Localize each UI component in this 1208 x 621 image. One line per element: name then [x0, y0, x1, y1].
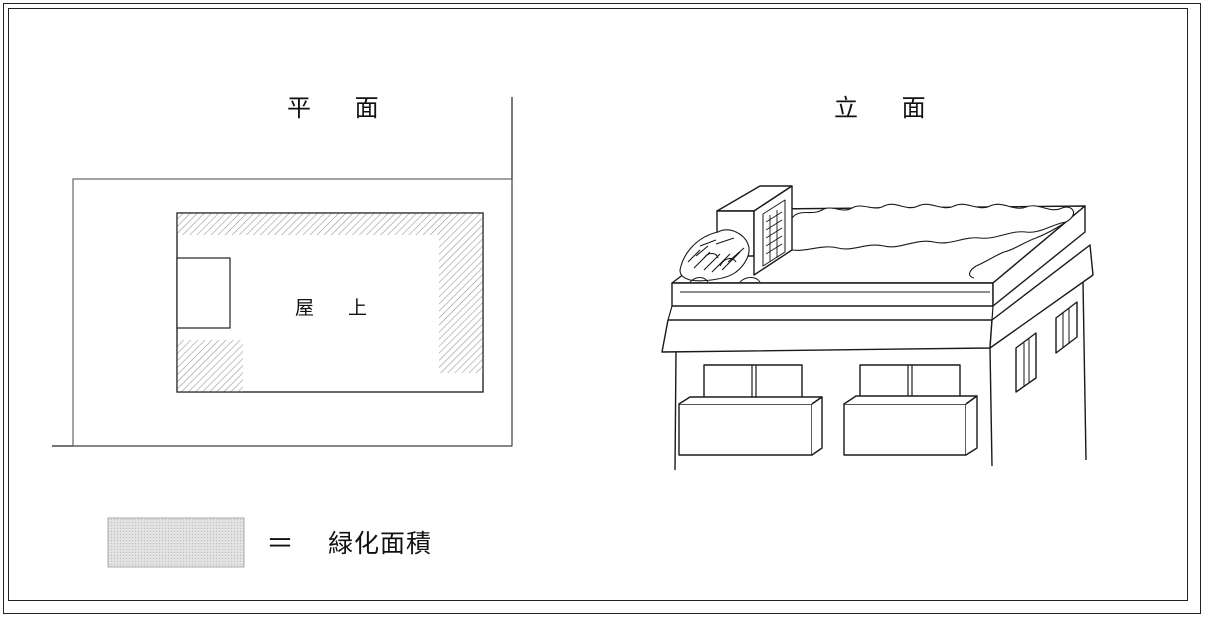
inner-frame — [8, 8, 1188, 601]
green-area-right — [439, 235, 483, 373]
plan-view — [52, 97, 513, 447]
wall-corner — [989, 347, 993, 467]
green-area-top — [177, 213, 483, 235]
wall-left — [674, 351, 677, 471]
cornice-front — [661, 319, 993, 353]
cornice-side — [989, 244, 1094, 349]
lot-outline — [72, 178, 513, 447]
parapet-front — [671, 282, 994, 307]
elevation-title: 立 面 — [834, 94, 944, 122]
roof-shrub — [679, 229, 750, 282]
legend-equals-sign: ＝ — [266, 527, 295, 560]
wall-right-edge — [1082, 281, 1087, 461]
side-window-2 — [1055, 301, 1078, 354]
roof-label: 屋 上 — [295, 297, 382, 319]
parapet-side — [992, 205, 1086, 307]
side-window-1 — [1015, 332, 1037, 393]
roof-greenery — [791, 203, 1075, 279]
balcony-right — [843, 403, 967, 456]
elevation-view — [661, 185, 1094, 471]
outer-frame — [3, 3, 1201, 614]
penthouse-box — [176, 257, 231, 329]
balcony-left — [678, 403, 813, 456]
legend-swatch — [107, 517, 245, 568]
green-area-bottom-left — [177, 340, 243, 392]
legend-label: 緑化面積 — [328, 529, 433, 558]
plan-title: 平 面 — [287, 94, 397, 122]
